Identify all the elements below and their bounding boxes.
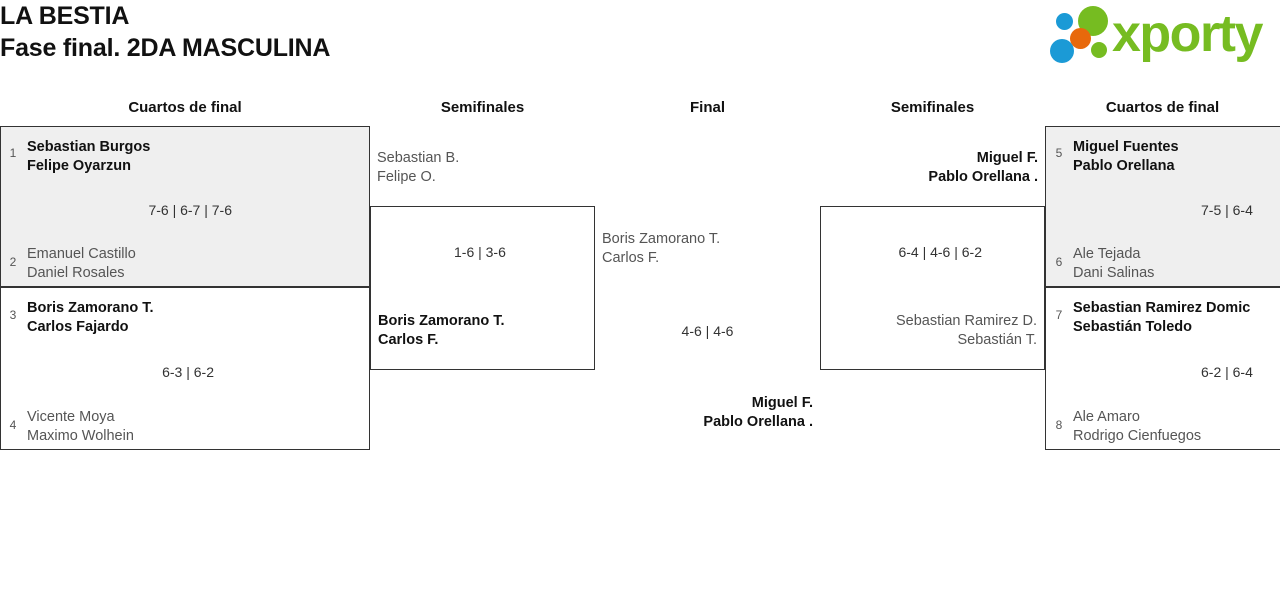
team-name-line1: Boris Zamorano T.: [27, 300, 154, 316]
page-title: LA BESTIA Fase final. 2DA MASCULINA: [0, 0, 330, 64]
seed-number: 5: [1055, 146, 1063, 160]
final-top-team: Boris Zamorano T. Carlos F.: [602, 230, 817, 268]
seed-number: 4: [9, 418, 17, 432]
team-name-line2: Felipe Oyarzun: [27, 158, 131, 174]
team-name-line1: Sebastian Ramirez Domic: [1073, 300, 1251, 316]
team-name-line1: Ale Amaro: [1073, 409, 1140, 425]
seed-number: 2: [9, 255, 17, 269]
match-score: 7-6 | 6-7 | 7-6: [148, 202, 232, 218]
team-name-line1: Sebastian B.: [377, 150, 460, 166]
team-name-line1: Sebastian Burgos: [27, 139, 151, 155]
match-score: 6-3 | 6-2: [162, 364, 214, 380]
match-score: 7-5 | 6-4: [1201, 202, 1253, 218]
match-qf3[interactable]: 5 Miguel Fuentes Pablo Orellana 7-5 | 6-…: [1045, 126, 1280, 287]
xporty-logo[interactable]: xporty: [1050, 2, 1278, 66]
team-name-line1: Sebastian Ramirez D.: [895, 313, 1037, 329]
logo-dot-blue-large: [1050, 39, 1074, 63]
match-score: 1-6 | 3-6: [454, 244, 506, 260]
column-header-cuartos-left: Cuartos de final: [128, 99, 242, 116]
column-header-final: Final: [689, 99, 725, 116]
match-sf-right[interactable]: 6-4 | 4-6 | 6-2 Sebastian Ramirez D. Seb…: [820, 206, 1045, 370]
logo-dots-icon: [1050, 6, 1116, 64]
match-qf2[interactable]: 3 Boris Zamorano T. Carlos Fajardo 6-3 |…: [0, 287, 370, 450]
tournament-phase: Fase final. 2DA MASCULINA: [0, 34, 331, 62]
column-header-cuartos-right: Cuartos de final: [1105, 99, 1220, 116]
seed-number: 7: [1055, 308, 1063, 322]
team-name-line1: Ale Tejada: [1073, 246, 1141, 262]
team-name-line2: Sebastián T.: [957, 332, 1037, 348]
team-name-line2: Carlos F.: [602, 250, 660, 266]
logo-wordmark: xporty: [1112, 5, 1263, 63]
sf-right-top-team: Miguel F. Pablo Orellana .: [828, 149, 1038, 187]
column-header-semis-right: Semifinales: [890, 99, 975, 116]
team-name-line1: Miguel Fuentes: [1073, 139, 1179, 155]
team-name-line2: Felipe O.: [377, 169, 436, 185]
team-name-line1: Miguel F.: [976, 150, 1038, 166]
team-name-line2: Sebastián Toledo: [1073, 319, 1192, 335]
team-name-line1: Vicente Moya: [27, 409, 115, 425]
team-name-line2: Daniel Rosales: [27, 265, 125, 281]
team-name-line2: Pablo Orellana .: [928, 169, 1038, 185]
logo-dot-green-small: [1091, 42, 1107, 58]
seed-number: 3: [9, 308, 17, 322]
logo-dot-orange: [1070, 28, 1091, 49]
tournament-name: LA BESTIA: [0, 2, 130, 30]
team-name-line2: Pablo Orellana .: [703, 414, 813, 430]
seed-number: 8: [1055, 418, 1063, 432]
team-name-line2: Carlos Fajardo: [27, 319, 129, 335]
team-name-line1: Boris Zamorano T.: [378, 313, 505, 329]
seed-number: 1: [9, 146, 17, 160]
match-qf1[interactable]: 1 Sebastian Burgos Felipe Oyarzun 7-6 | …: [0, 126, 370, 287]
team-name-line2: Maximo Wolhein: [27, 428, 134, 444]
team-name-line2: Carlos F.: [378, 332, 439, 348]
match-score: 6-2 | 6-4: [1201, 364, 1253, 380]
team-name-line1: Boris Zamorano T.: [602, 231, 721, 247]
logo-dot-blue-small: [1056, 13, 1073, 30]
match-qf4[interactable]: 7 Sebastian Ramirez Domic Sebastián Tole…: [1045, 287, 1280, 450]
column-header-semis-left: Semifinales: [440, 99, 525, 116]
team-name-line2: Rodrigo Cienfuegos: [1073, 428, 1202, 444]
final-winner-team: Miguel F. Pablo Orellana .: [595, 394, 813, 432]
seed-number: 6: [1055, 255, 1063, 269]
sf-left-top-team: Sebastian B. Felipe O.: [377, 149, 587, 187]
team-name-line2: Pablo Orellana: [1073, 158, 1175, 174]
team-name-line2: Dani Salinas: [1073, 265, 1155, 281]
match-sf-left[interactable]: 1-6 | 3-6 Boris Zamorano T. Carlos F.: [370, 206, 595, 370]
match-score: 4-6 | 4-6: [681, 323, 734, 339]
team-name-line1: Emanuel Castillo: [27, 246, 136, 262]
final-score: 4-6 | 4-6: [595, 322, 820, 341]
match-score: 6-4 | 4-6 | 6-2: [898, 244, 982, 260]
team-name-line1: Miguel F.: [751, 395, 813, 411]
